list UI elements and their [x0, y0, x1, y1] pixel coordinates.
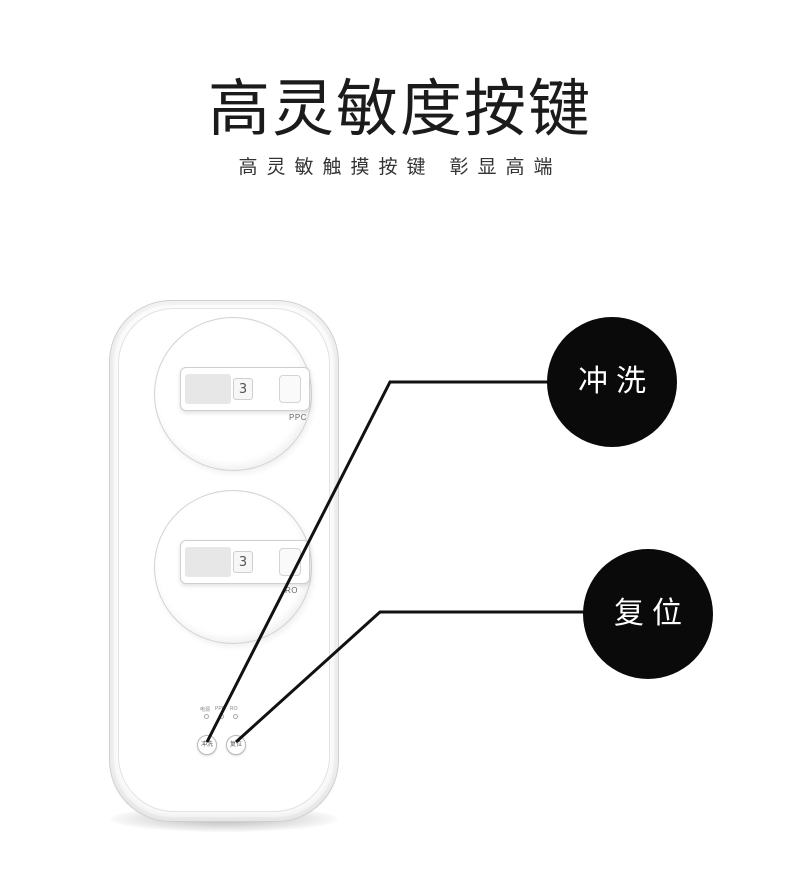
- handle-slot: [185, 547, 231, 577]
- flush-touch-button[interactable]: 冲洗: [197, 735, 217, 755]
- handle-grip: [279, 375, 301, 403]
- ro-filter-handle[interactable]: 3: [180, 540, 310, 584]
- power-led-icon: [204, 714, 209, 719]
- handle-grip: [279, 548, 301, 576]
- page-title: 高灵敏度按键: [207, 72, 592, 145]
- ppc-filter-label: PPC: [289, 413, 307, 422]
- reset-callout: 复位: [583, 549, 713, 679]
- handle-number: 3: [233, 551, 253, 573]
- ppc-filter-handle[interactable]: 3: [180, 367, 310, 411]
- indicator-label-ro: RO: [230, 706, 238, 712]
- reset-touch-button[interactable]: 复位: [226, 735, 246, 755]
- indicator-label-power: 电源: [200, 707, 211, 713]
- ro-led-icon: [233, 714, 238, 719]
- handle-slot: [185, 374, 231, 404]
- page-subtitle: 高灵敏触摸按键 彰显高端: [238, 156, 562, 178]
- ro-filter-label: RO: [285, 586, 298, 595]
- ppc-led-icon: [219, 714, 224, 719]
- handle-number: 3: [233, 378, 253, 400]
- indicator-label-ppc: PPC: [215, 706, 226, 712]
- flush-callout: 冲洗: [547, 317, 677, 447]
